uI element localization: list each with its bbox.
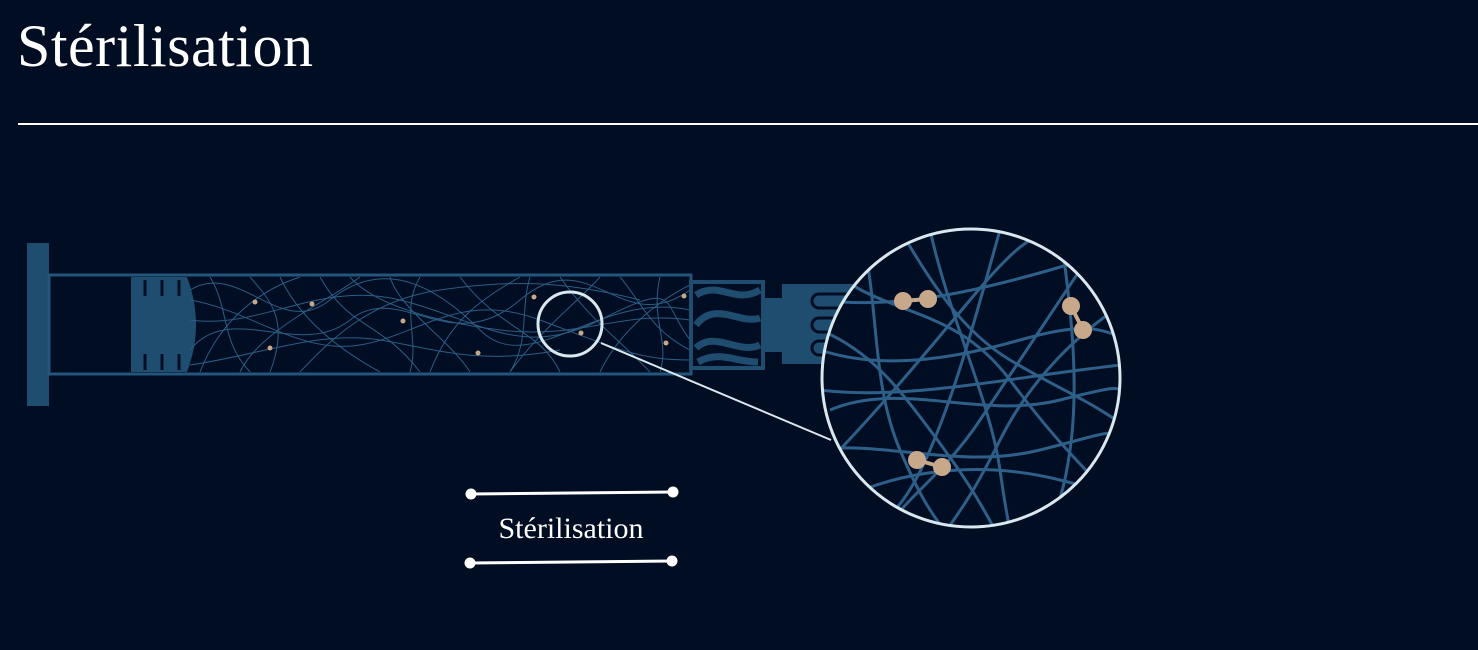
- page-title: Stérilisation: [17, 13, 314, 79]
- magnifier-connector: [600, 342, 832, 441]
- step-label: Stérilisation: [498, 512, 644, 545]
- title-divider: [18, 123, 1478, 125]
- plunger-ridges: [143, 280, 181, 370]
- zoom-ring: [820, 227, 1122, 529]
- label-bracket: [464, 486, 679, 569]
- magnifier-source-ring: [536, 290, 604, 358]
- plunger-flange: [27, 243, 49, 406]
- barrel-particles: [252, 293, 687, 356]
- zoom-view: [820, 227, 1122, 529]
- fiber-matrix: [190, 277, 690, 372]
- plunger-head: [131, 277, 196, 372]
- zoom-molecules: [894, 290, 1092, 476]
- luer-lock-threads: [693, 286, 762, 366]
